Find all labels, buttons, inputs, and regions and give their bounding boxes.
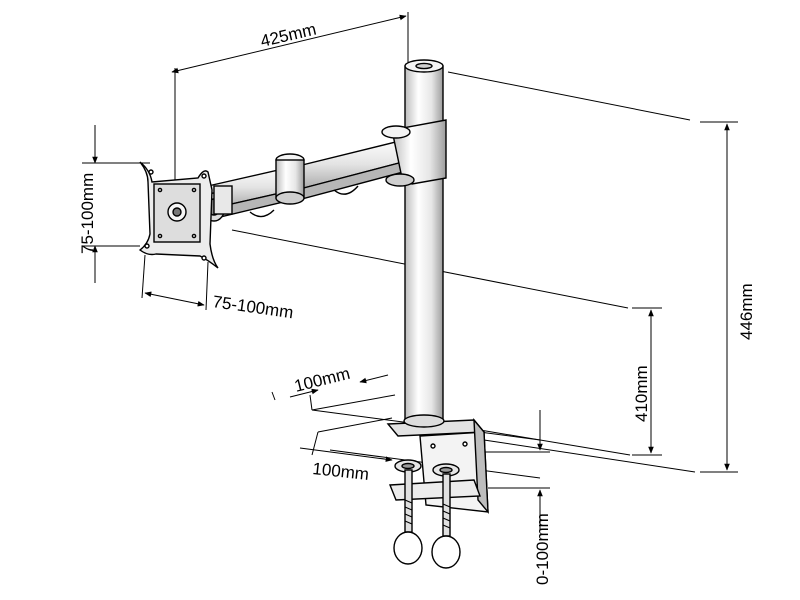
vesa-plate [138,161,219,269]
monitor-arm [202,119,447,222]
pole [404,59,444,422]
clamp-bolt-left [393,469,423,565]
label-arm-length: 425mm [259,20,319,51]
label-vesa-vertical: 75-100mm [78,173,97,254]
clamp-bolt-right [431,473,461,569]
label-arm-height: 410mm [632,365,651,422]
label-vesa-horizontal: 75-100mm [211,292,294,322]
label-base-depth: 100mm [312,459,370,484]
label-total-height: 446mm [737,283,756,340]
desk-clamp [386,414,489,569]
label-base-width: 100mm [292,364,352,396]
dimension-lines [82,12,738,530]
label-clamp-range: 0-100mm [533,513,552,585]
